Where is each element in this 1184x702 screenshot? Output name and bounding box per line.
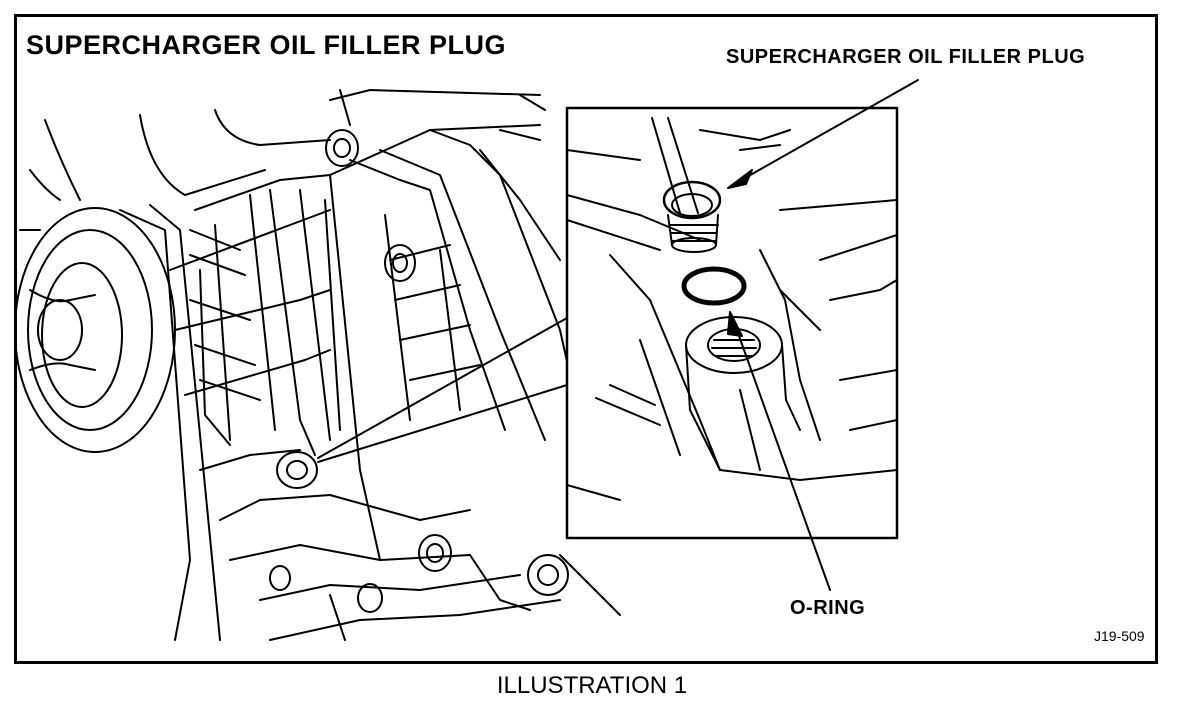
housing-bolts xyxy=(269,129,569,613)
pulley xyxy=(17,119,221,641)
leader-lines xyxy=(727,79,919,591)
filler-plug-callout-label: SUPERCHARGER OIL FILLER PLUG xyxy=(726,46,1086,68)
o-ring-callout-label: O-RING xyxy=(790,597,866,619)
illustration-frame xyxy=(14,14,1158,664)
diagram-title: SUPERCHARGER OIL FILLER PLUG xyxy=(26,30,507,60)
o-ring-arrowhead xyxy=(727,311,743,337)
detail-callout-wedge xyxy=(317,317,568,463)
filler-plug-arrowhead xyxy=(727,169,753,189)
illustration-caption: ILLUSTRATION 1 xyxy=(496,672,688,699)
supercharger-housing xyxy=(139,89,621,641)
figure-code: J19-509 xyxy=(1094,628,1145,644)
